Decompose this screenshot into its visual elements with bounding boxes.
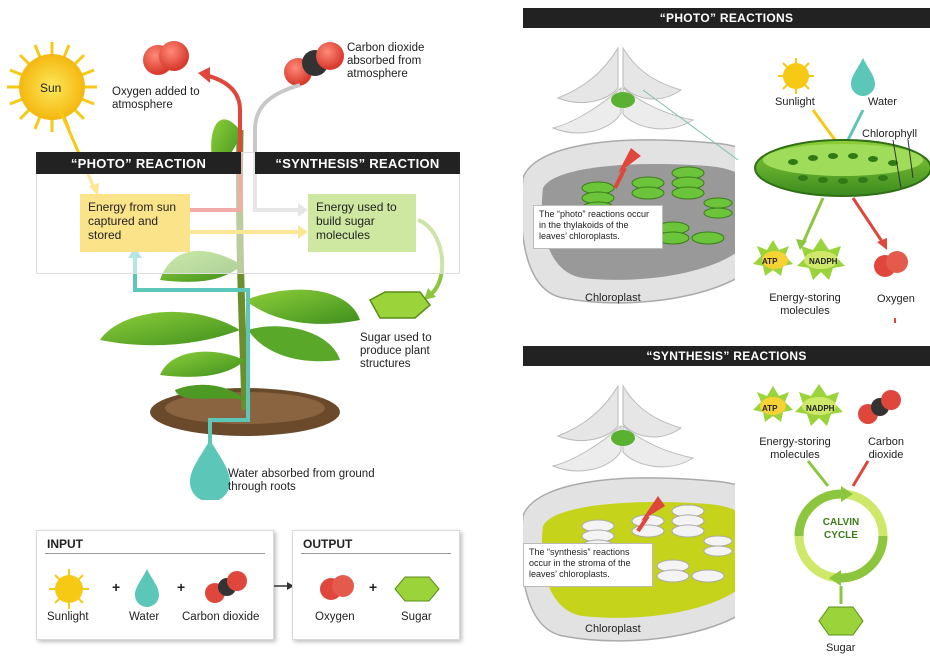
photo-reactions-graphic [523, 28, 930, 323]
water-label: Water [868, 96, 897, 108]
output-header: OUTPUT [303, 537, 353, 551]
plant-diagram-graphic [7, 41, 445, 500]
photo-callout: The “photo” reactions occur in the thyla… [533, 205, 663, 249]
synthesis-energy-storing-label: Energy-storing molecules [759, 436, 831, 461]
synthesis-reaction-header: “SYNTHESIS” REACTION [255, 152, 460, 174]
sunlight-detail-icon [778, 58, 814, 94]
sugar-used-label: Sugar used to produce plant structures [360, 332, 432, 370]
photo-reaction-header: “PHOTO” REACTION [36, 152, 241, 174]
atp-burst-icon [753, 240, 793, 276]
input-card: INPUT + + Sunlight Water Carbon dioxide [36, 530, 274, 640]
oxygen-molecule-icon [143, 41, 189, 75]
synthesis-sugar-label: Sugar [826, 642, 856, 654]
synthesis-callout: The “synthesis” reactions occur in the s… [523, 543, 653, 587]
plus-sign: + [112, 579, 121, 595]
water-absorbed-label: Water absorbed from ground through roots [228, 468, 375, 493]
water-drop-icon [190, 440, 230, 500]
carbon-dioxide-absorbed-label: Carbon dioxide absorbed from atmosphere [347, 42, 425, 80]
photo-reactions-header: “PHOTO” REACTIONS [523, 8, 930, 28]
chlorophyll-label: Chlorophyll [862, 128, 918, 140]
water-icon [135, 569, 159, 607]
carbon-dioxide-detail-icon [858, 390, 901, 424]
synthesis-nadph-label: NADPH [806, 404, 835, 413]
synthesis-reaction-box: Energy used to build sugar molecules [308, 194, 416, 252]
nadph-burst-icon [795, 384, 843, 426]
photo-reaction-box: Energy from sun captured and stored [80, 194, 190, 252]
nadph-label: NADPH [809, 257, 838, 266]
synthesis-carbon-dioxide-label: Carbon dioxide [867, 436, 905, 461]
water-detail-icon [851, 58, 875, 96]
energy-storing-label: Energy-storing molecules [769, 292, 841, 317]
sugar-icon [394, 576, 440, 602]
oxygen-detail-icon [874, 251, 908, 277]
input-sunlight-label: Sunlight [47, 611, 89, 623]
atp-label: ATP [762, 257, 778, 266]
input-carbon-dioxide-label: Carbon dioxide [182, 611, 260, 623]
photo-chloroplast-label: Chloroplast [585, 292, 641, 304]
sun-label: Sun [40, 81, 62, 95]
synthesis-chloroplast-label: Chloroplast [585, 623, 641, 635]
input-icons [49, 569, 247, 609]
calvin-cycle-label: CALVIN CYCLE [822, 517, 860, 541]
sunlight-icon [49, 569, 89, 609]
sugar-detail-icon [818, 606, 864, 636]
plus-sign: + [177, 579, 186, 595]
synthesis-reactions-graphic [523, 366, 930, 661]
oxygen-icon [320, 575, 354, 600]
nadph-burst-icon [797, 238, 845, 280]
synthesis-reactions-header: “SYNTHESIS” REACTIONS [523, 346, 930, 366]
carbon-dioxide-icon [205, 571, 247, 603]
output-icons [320, 575, 440, 602]
output-card: OUTPUT + Oxygen Sugar [292, 530, 460, 640]
oxygen-label: Oxygen [877, 293, 915, 305]
sun-icon [7, 42, 97, 132]
carbon-dioxide-molecule-icon [284, 42, 344, 86]
sunlight-label: Sunlight [775, 96, 815, 108]
output-oxygen-label: Oxygen [315, 611, 355, 623]
atp-burst-icon [753, 386, 793, 422]
plus-sign: + [369, 579, 378, 595]
oxygen-added-label: Oxygen added to atmosphere [112, 86, 200, 111]
input-water-label: Water [129, 611, 160, 623]
calvin-cycle-icon [794, 486, 888, 586]
sugar-hexagon-icon [368, 291, 432, 319]
synthesis-atp-label: ATP [762, 404, 778, 413]
input-header: INPUT [47, 537, 83, 551]
output-sugar-label: Sugar [401, 611, 432, 623]
summary-arrow [274, 582, 294, 590]
